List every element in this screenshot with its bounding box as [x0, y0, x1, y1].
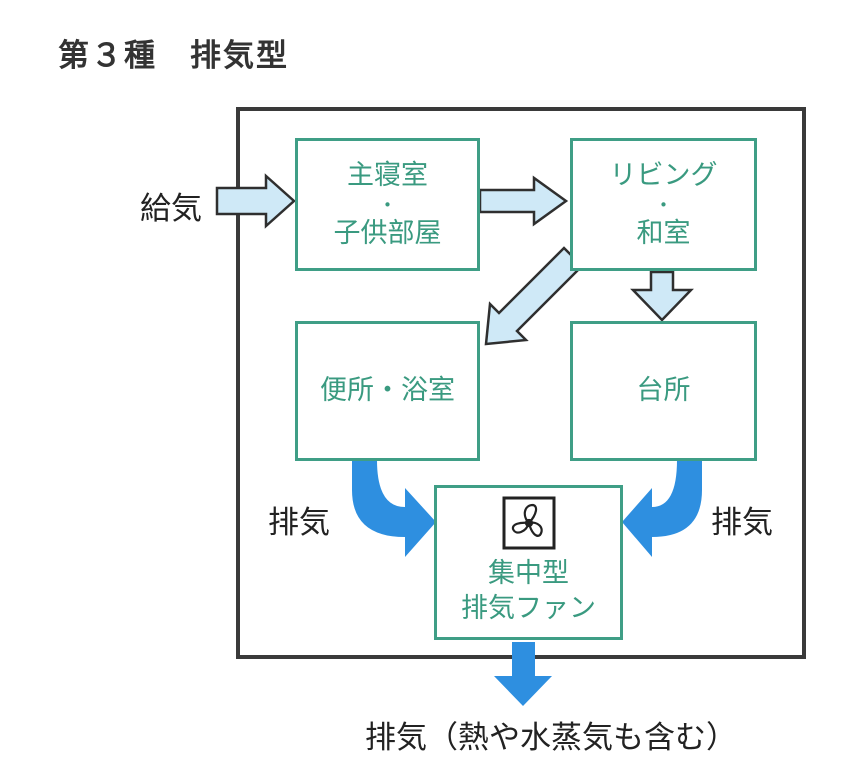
- exhaust-right-label: 排気: [711, 505, 773, 541]
- bathroom-label: 便所・浴室: [320, 375, 455, 407]
- living-label-2: 和室: [636, 217, 691, 249]
- kitchen-exhaust-arrow: [622, 460, 702, 557]
- fan-label-1: 集中型: [488, 558, 569, 589]
- living-to-kitchen-arrow: [630, 270, 694, 322]
- living-box: リビング ・ 和室: [570, 138, 757, 271]
- living-to-bathroom-arrow: [484, 246, 584, 346]
- kitchen-label: 台所: [636, 375, 691, 407]
- diagram-title: 第３種 排気型: [58, 38, 289, 74]
- living-label-1: リビング: [609, 160, 718, 192]
- fan-box: 集中型 排気ファン: [434, 485, 623, 640]
- living-label-dot: ・: [653, 192, 674, 217]
- bedroom-label-1: 主寝室: [347, 160, 428, 192]
- bedroom-to-living-arrow: [478, 175, 569, 227]
- fan-label-2: 排気ファン: [461, 593, 596, 625]
- bedroom-box: 主寝室 ・ 子供部屋: [295, 138, 480, 271]
- exhaust-bottom-label: 排気（熱や水蒸気も含む）: [365, 720, 737, 756]
- supply-inlet-arrow: [215, 173, 296, 229]
- supply-label: 給気: [140, 191, 202, 227]
- kitchen-box: 台所: [570, 321, 757, 461]
- bedroom-label-2: 子供部屋: [333, 217, 442, 249]
- fan-icon: [502, 496, 555, 550]
- bathroom-exhaust-arrow: [352, 460, 436, 557]
- exhaust-left-label: 排気: [268, 505, 330, 541]
- bathroom-box: 便所・浴室: [295, 321, 480, 461]
- bedroom-label-dot: ・: [377, 192, 398, 217]
- fan-outlet-arrow: [494, 642, 552, 706]
